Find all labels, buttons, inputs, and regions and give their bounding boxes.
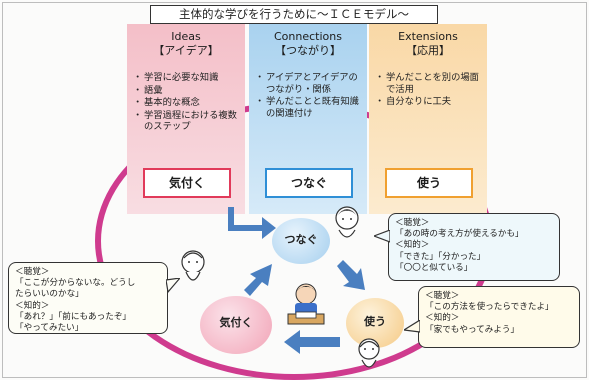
- bubble-tail: [166, 278, 180, 294]
- bubble-line: 「やってみたい」: [15, 323, 84, 334]
- connect-label-box: つなぐ: [265, 168, 353, 198]
- arrow-icon: [228, 207, 276, 239]
- column-connections-list: アイデアとアイデアのつながり・関係 学んだことと既有知識の関連付け: [255, 72, 363, 120]
- speech-bubble-connect: ＜聴覚＞ 「あの時の考え方が使えるかも」 ＜知的＞ 「できた」「分かった」 「〇…: [388, 213, 560, 281]
- bubble-line: 「家でもやってみよう」: [425, 324, 520, 335]
- speech-bubble-notice: ＜聴覚＞ 「ここが分からないな。どうし たらいいのかな」 ＜知的＞ 「あれ？」「…: [8, 262, 168, 334]
- column-connections: Connections 【つながり】 アイデアとアイデアのつながり・関係 学んだ…: [249, 24, 367, 214]
- arrow-icon: [284, 330, 340, 354]
- node-use: 使う: [346, 298, 404, 348]
- bubble-line: 「〇〇と似ている」: [395, 262, 473, 273]
- thinking-person-icon: [358, 338, 380, 368]
- thinking-person-icon: [181, 250, 205, 281]
- column-extensions-header: Extensions 【応用】: [369, 30, 487, 58]
- column-ideas-list: 学習に必要な知識 語彙 基本的な概念 学習過程における複数のステップ: [133, 72, 241, 134]
- list-item: 学習過程における複数のステップ: [133, 110, 241, 133]
- thinking-person-icon: [335, 206, 359, 238]
- bubble-line: ＜知的＞: [425, 313, 460, 324]
- column-ideas-subtitle: 【アイデア】: [153, 44, 219, 57]
- bubble-line: 「あの時の考え方が使えるかも」: [395, 229, 524, 240]
- bubble-line: 「できた」「分かった」: [395, 251, 486, 262]
- bubble-line: ＜知的＞: [395, 240, 430, 251]
- bubble-line: ＜聴覚＞: [395, 218, 430, 228]
- list-item: 語彙: [133, 85, 241, 97]
- list-item: 学んだことを別の場面で活用: [375, 72, 483, 95]
- column-extensions-list: 学んだことを別の場面で活用 自分なりに工夫: [375, 72, 483, 109]
- column-connections-header: Connections 【つながり】: [249, 30, 367, 58]
- column-ideas: Ideas 【アイデア】 学習に必要な知識 語彙 基本的な概念 学習過程における…: [127, 24, 245, 214]
- arrow-icon: [244, 264, 272, 296]
- arrow-icon: [337, 260, 365, 290]
- list-item: 学んだことと既有知識の関連付け: [255, 96, 363, 119]
- bubble-line: 「あれ？」「前にもあったぞ」: [15, 311, 132, 322]
- column-connections-subtitle: 【つながり】: [275, 44, 341, 57]
- use-label-box: 使う: [385, 168, 473, 198]
- bubble-line: 「この方法を使ったらできたよ」: [425, 302, 554, 313]
- bubble-line: たらいいのかな」: [15, 289, 84, 300]
- list-item: 学習に必要な知識: [133, 72, 241, 84]
- list-item: 自分なりに工夫: [375, 96, 483, 108]
- column-ideas-header: Ideas 【アイデア】: [127, 30, 245, 58]
- bubble-line: ＜聴覚＞: [15, 267, 50, 277]
- node-notice: 気付く: [200, 296, 272, 354]
- bubble-line: ＜知的＞: [15, 300, 50, 311]
- bubble-tail: [404, 320, 420, 333]
- column-extensions: Extensions 【応用】 学んだことを別の場面で活用 自分なりに工夫 使う: [369, 24, 487, 214]
- list-item: 基本的な概念: [133, 97, 241, 109]
- column-connections-title: Connections: [274, 30, 342, 43]
- diagram-title: 主体的な学びを行うために〜ＩＣＥモデル〜: [150, 5, 438, 24]
- bubble-line: ＜聴覚＞: [425, 291, 460, 301]
- node-connect: つなぐ: [272, 218, 330, 264]
- student-illustration: [287, 283, 325, 325]
- column-extensions-title: Extensions: [398, 30, 458, 43]
- speech-bubble-use: ＜聴覚＞ 「この方法を使ったらできたよ」 ＜知的＞ 「家でもやってみよう」: [418, 286, 580, 348]
- bubble-line: 「ここが分からないな。どうし: [15, 278, 136, 289]
- column-extensions-subtitle: 【応用】: [406, 44, 450, 57]
- column-ideas-title: Ideas: [171, 30, 201, 43]
- list-item: アイデアとアイデアのつながり・関係: [255, 72, 363, 95]
- bubble-tail: [374, 230, 390, 243]
- notice-label-box: 気付く: [143, 168, 231, 198]
